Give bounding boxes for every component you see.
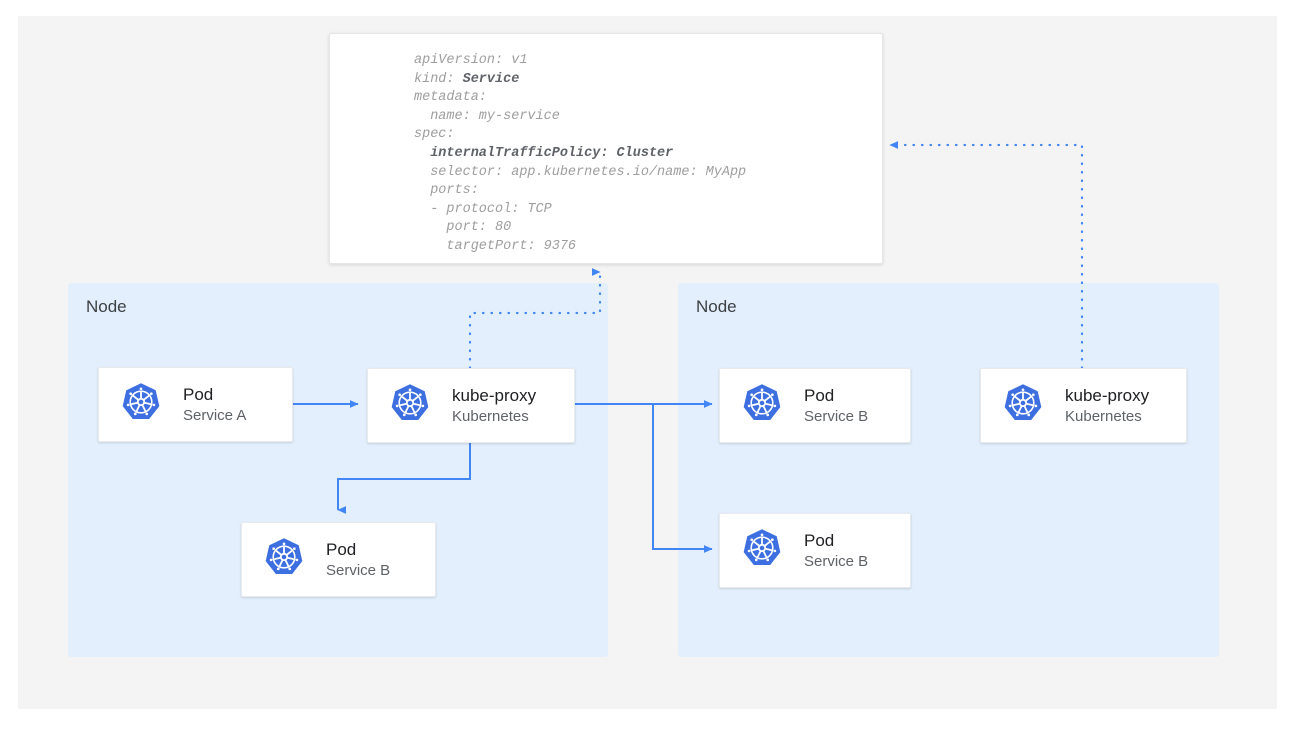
manifest-line: name: my-service <box>414 108 560 124</box>
card-kube-proxy-right[interactable]: kube-proxy Kubernetes <box>980 368 1187 443</box>
card-pod-service-a[interactable]: Pod Service A <box>98 367 293 442</box>
node-container-right <box>678 283 1219 657</box>
manifest-line: targetPort: 9376 <box>414 238 577 254</box>
manifest-line: ports: <box>414 183 479 199</box>
manifest-line: port: 80 <box>414 220 512 236</box>
manifest-line: apiVersion: v1 <box>414 53 528 68</box>
manifest-line: selector: app.kubernetes.io/name: MyApp <box>414 164 747 180</box>
card-subtitle: Kubernetes <box>452 407 529 425</box>
card-kube-proxy-left[interactable]: kube-proxy Kubernetes <box>367 368 575 443</box>
card-title: Pod <box>183 384 214 404</box>
manifest-line: metadata: <box>414 90 487 106</box>
card-subtitle: Kubernetes <box>1065 407 1142 425</box>
kubernetes-icon <box>742 383 782 428</box>
manifest-line: spec: <box>414 127 455 143</box>
node-label-left: Node <box>86 297 127 316</box>
service-manifest-body: apiVersion: v1 kind: Service metadata: nam… <box>330 34 882 263</box>
card-title: Pod <box>804 530 835 550</box>
card-title: kube-proxy <box>452 385 537 405</box>
kubernetes-icon <box>264 537 304 582</box>
card-title: Pod <box>804 385 835 405</box>
card-pod-service-b-left[interactable]: Pod Service B <box>241 522 436 597</box>
kubernetes-icon <box>742 528 782 573</box>
card-subtitle: Service B <box>804 407 869 425</box>
card-pod-service-b-right-1[interactable]: Pod Service B <box>719 368 911 443</box>
kubernetes-icon <box>121 382 161 427</box>
card-title: Pod <box>326 539 357 559</box>
card-title: kube-proxy <box>1065 385 1150 405</box>
card-subtitle: Service B <box>804 552 869 570</box>
manifest-line: kind: Service <box>414 71 520 87</box>
card-pod-service-b-right-2[interactable]: Pod Service B <box>719 513 911 588</box>
service-manifest-card: apiVersion: v1 kind: Service metadata: nam… <box>329 33 883 264</box>
manifest-line: internalTrafficPolicy: Cluster <box>414 145 674 161</box>
node-label-right: Node <box>696 297 737 316</box>
card-subtitle: Service B <box>326 561 391 579</box>
card-subtitle: Service A <box>183 406 247 424</box>
manifest-line: - protocol: TCP <box>414 201 552 217</box>
kubernetes-icon <box>390 383 430 428</box>
kubernetes-icon <box>1003 383 1043 428</box>
node-container-left <box>68 283 608 657</box>
